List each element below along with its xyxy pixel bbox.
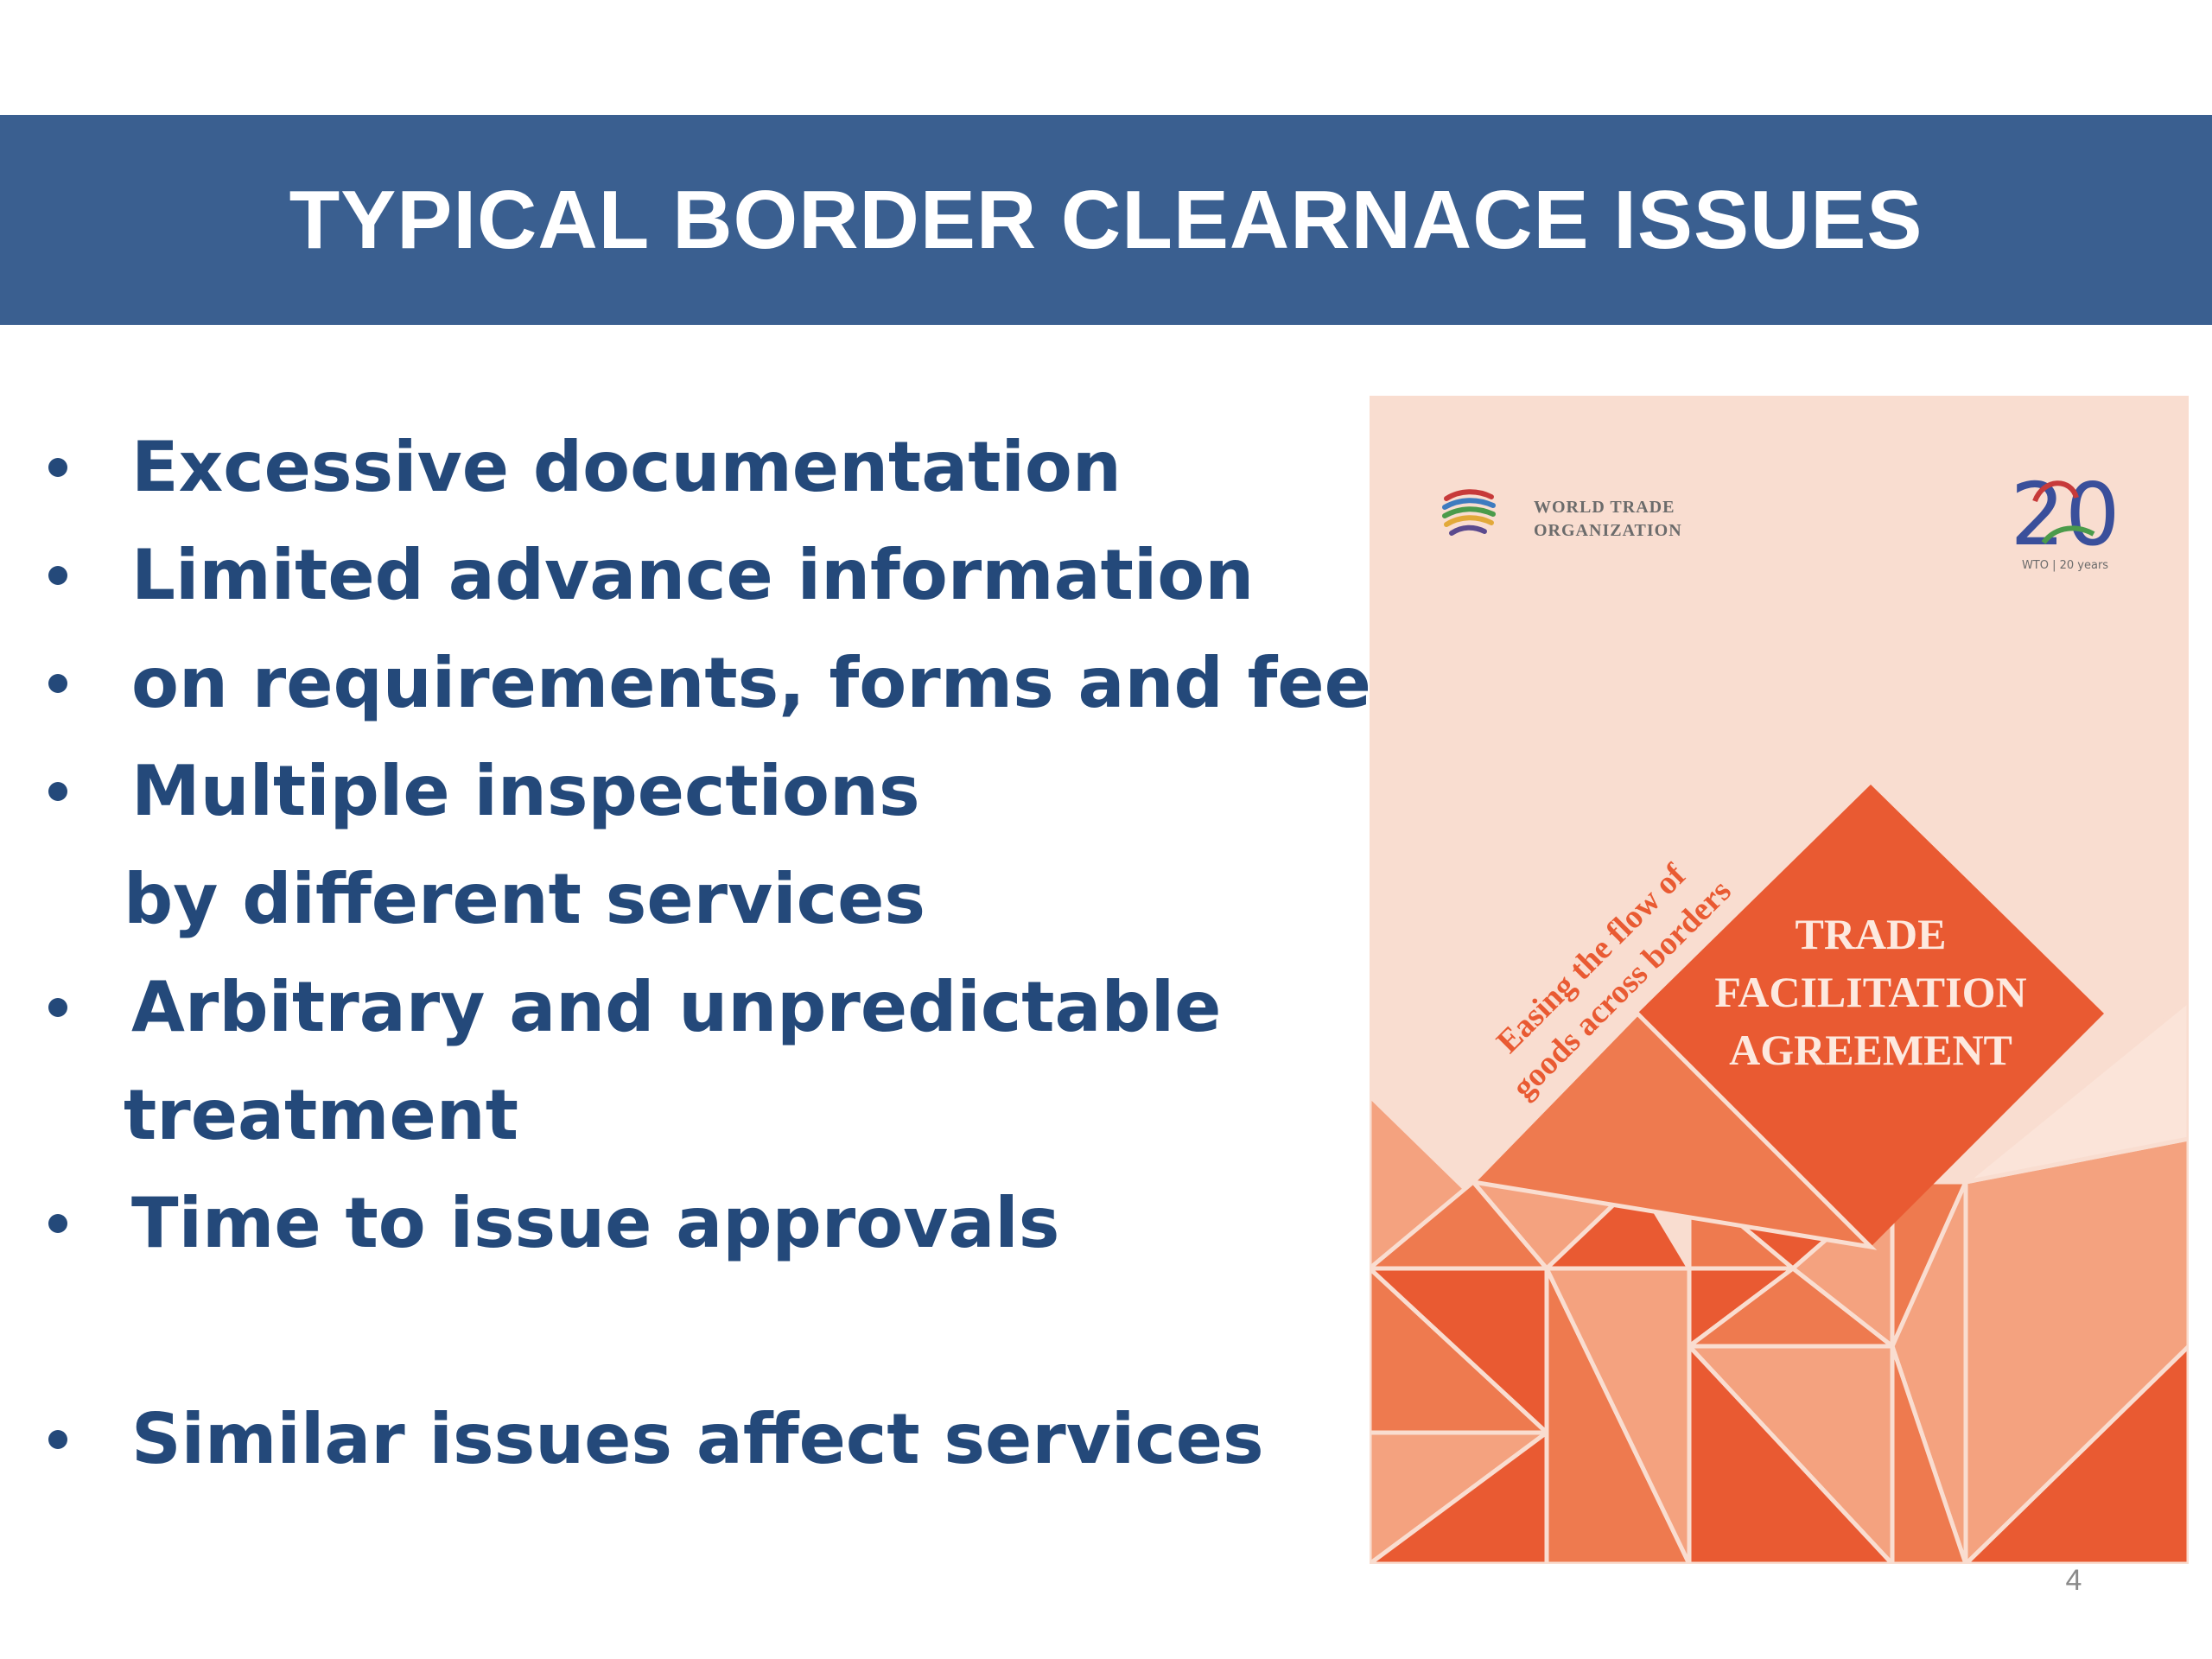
bullet-list: Excessive documentation Limited advance …	[43, 413, 1413, 1493]
bullet-item: Time to issue approvals	[43, 1169, 1339, 1277]
bullet-dot-icon	[48, 673, 67, 693]
bullet-text: treatment	[124, 1075, 518, 1155]
bullet-continuation: treatment	[43, 1061, 1339, 1169]
bullet-item: Limited advance information	[43, 521, 1339, 629]
bullet-dot-icon	[48, 1213, 67, 1233]
bullet-text: Excessive documentation	[131, 427, 1122, 507]
anniversary-number: 20	[2010, 464, 2120, 565]
bullet-item: Arbitrary and unpredictable	[43, 953, 1339, 1061]
book-cover-image: TRADE FACILITATION AGREEMENT Easing the …	[1370, 396, 2189, 1564]
cover-title-line1: TRADE	[1795, 910, 1946, 958]
bullet-text: on requirements, forms and fees	[131, 643, 1413, 723]
bullet-text: Time to issue approvals	[131, 1183, 1060, 1263]
bullet-text: Multiple inspections	[131, 751, 920, 831]
title-bar: TYPICAL BORDER CLEARNACE ISSUES	[0, 115, 2212, 325]
slide-title: TYPICAL BORDER CLEARNACE ISSUES	[289, 173, 1923, 266]
anniversary-swirl-icon	[2032, 480, 2079, 503]
bullet-dot-icon	[48, 565, 67, 585]
cover-title-line3: AGREEMENT	[1729, 1026, 2012, 1074]
bullet-dot-icon	[48, 781, 67, 801]
bullet-item: Excessive documentation	[43, 413, 1339, 521]
bullet-text: Arbitrary and unpredictable	[131, 967, 1222, 1047]
wto-name-line2: ORGANIZATION	[1534, 521, 1682, 540]
anniversary-caption: WTO | 20 years	[2022, 559, 2108, 572]
wto-logo-icon	[1442, 489, 1496, 536]
bullet-text: Similar issues affect services	[131, 1399, 1264, 1479]
bullet-item: Similar issues affect services	[43, 1385, 1339, 1493]
bullet-item: on requirements, forms and fees	[43, 629, 1413, 737]
wto-name-line1: WORLD TRADE	[1534, 498, 1675, 517]
cover-title-line2: FACILITATION	[1714, 968, 2026, 1016]
title-diamond	[1637, 785, 2104, 1247]
bullet-dot-icon	[48, 1429, 67, 1449]
bullet-dot-icon	[48, 997, 67, 1017]
bullet-continuation: by different services	[43, 845, 1339, 953]
bullet-item: Multiple inspections	[43, 737, 1339, 845]
bullet-dot-icon	[48, 457, 67, 477]
bullet-text: by different services	[124, 859, 925, 939]
page-number: 4	[2065, 1564, 2082, 1597]
bullet-text: Limited advance information	[131, 535, 1255, 615]
